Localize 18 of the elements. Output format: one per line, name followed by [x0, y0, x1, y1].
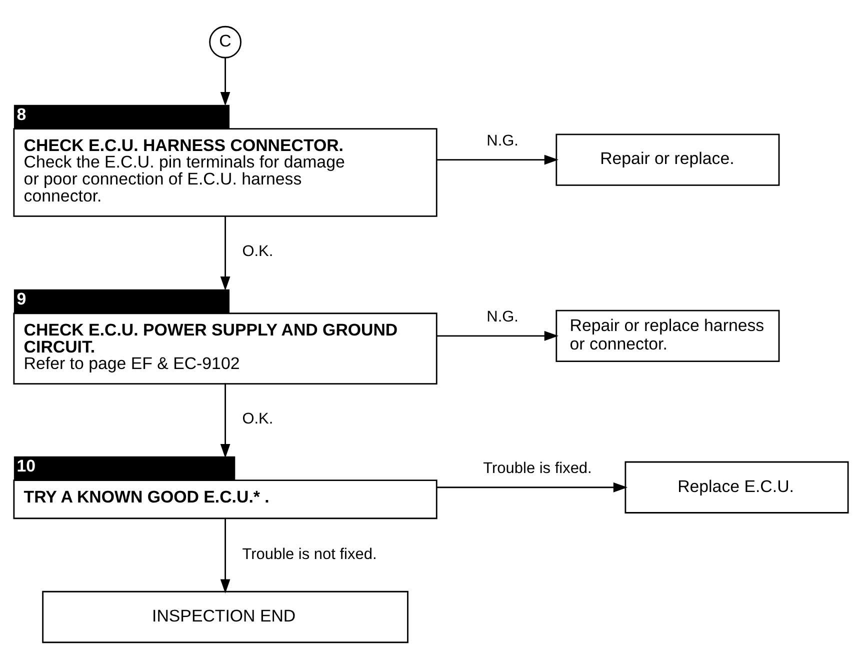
node-box: Repair or replace. [556, 134, 780, 186]
arrow [436, 482, 628, 492]
arrow [220, 383, 230, 458]
node-box: INSPECTION END [42, 590, 408, 644]
arrow [436, 330, 558, 341]
node-box: Replace E.C.U. [624, 461, 849, 514]
edge-label: N.G. [486, 308, 518, 326]
edge-label: O.K. [242, 410, 274, 428]
arrow [220, 216, 230, 291]
arrow [436, 154, 558, 165]
edge-label: Trouble is not fixed. [242, 546, 377, 563]
edge-label: O.K. [242, 243, 274, 260]
node-box: Repair or replace harness or connector. [556, 310, 780, 362]
arrow [220, 58, 230, 106]
node-circle: C [209, 26, 242, 58]
edge-label: Trouble is fixed. [483, 460, 592, 478]
arrow [220, 518, 230, 594]
edge-label: N.G. [486, 132, 518, 150]
